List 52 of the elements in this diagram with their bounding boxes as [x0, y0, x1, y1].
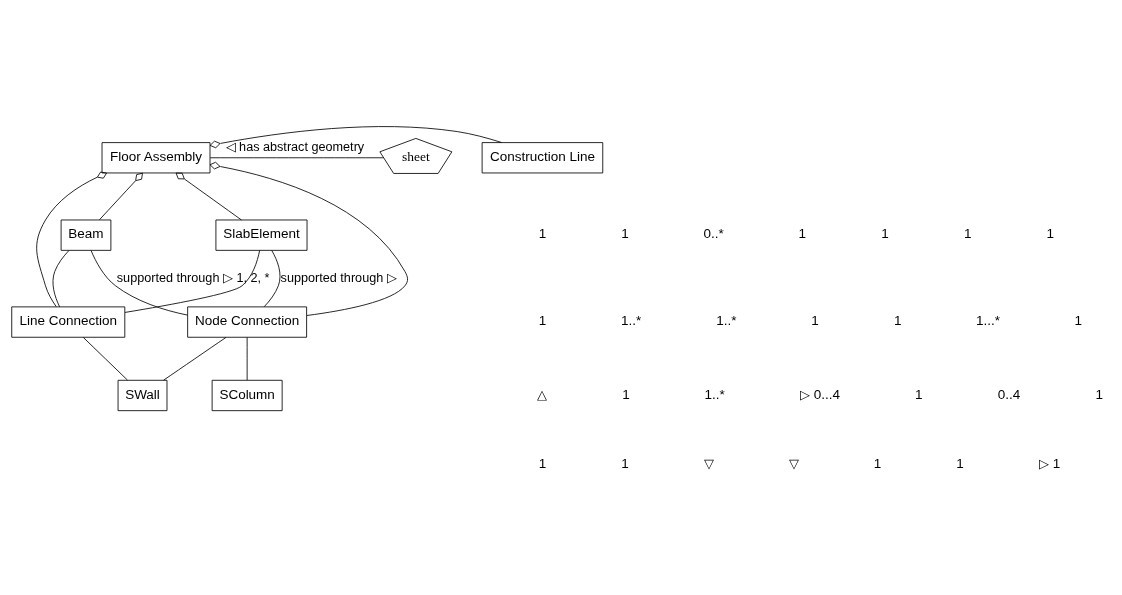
- connector: [209, 161, 408, 316]
- label: 1: [893, 313, 902, 329]
- label: 1: [956, 455, 964, 471]
- connector: [209, 126, 503, 149]
- label: 1: [538, 313, 547, 329]
- label: 1..*: [620, 313, 642, 329]
- label: 1: [811, 313, 819, 329]
- label: 0..4: [997, 386, 1021, 402]
- label: ▷ 1: [1038, 455, 1061, 471]
- node-box: Beam: [60, 219, 112, 251]
- node-box: SWall: [117, 379, 168, 412]
- label: 1..*: [704, 386, 725, 402]
- connector: [82, 337, 128, 381]
- label: 1...*: [975, 313, 1000, 329]
- connector: [124, 249, 261, 313]
- label: 1: [1095, 386, 1104, 402]
- label: 1: [798, 226, 807, 242]
- label: 1: [914, 386, 923, 402]
- connector: [163, 337, 227, 381]
- node-box: Construction Line: [481, 142, 604, 174]
- node-box: Line Connection: [11, 306, 126, 338]
- connector: [36, 171, 107, 308]
- label: 1: [621, 226, 629, 242]
- connector: [263, 250, 281, 308]
- connector: [246, 337, 248, 381]
- connector: [90, 250, 188, 316]
- label: 1: [622, 386, 630, 402]
- node-box: SlabElement: [215, 219, 308, 251]
- edge-label: supported through ▷: [280, 270, 397, 285]
- label: ▽: [788, 455, 799, 471]
- node-box: SColumn: [211, 379, 283, 412]
- edge-label: ◁ has abstract geometry: [225, 140, 365, 155]
- label: 1: [621, 455, 629, 471]
- label: 1: [1074, 313, 1082, 329]
- label: 1: [538, 226, 547, 242]
- connector: [52, 250, 70, 308]
- connector: [99, 172, 143, 221]
- label: 1: [963, 226, 972, 242]
- label: 0..*: [703, 226, 724, 242]
- label: 1: [873, 455, 882, 471]
- edge-label: supported through ▷ 1, 2, *: [116, 270, 270, 285]
- node-box: Node Connection: [187, 306, 308, 338]
- label: 1: [538, 455, 547, 471]
- label: △: [537, 386, 548, 402]
- label: 1..*: [716, 313, 737, 329]
- connector: [209, 157, 384, 159]
- label: 1: [1046, 226, 1055, 242]
- node-box: Floor Assembly: [101, 142, 211, 174]
- label: ▽: [703, 455, 714, 471]
- label: 1: [881, 226, 889, 242]
- label: ▷ 0...4: [800, 386, 841, 402]
- connector: [175, 172, 242, 221]
